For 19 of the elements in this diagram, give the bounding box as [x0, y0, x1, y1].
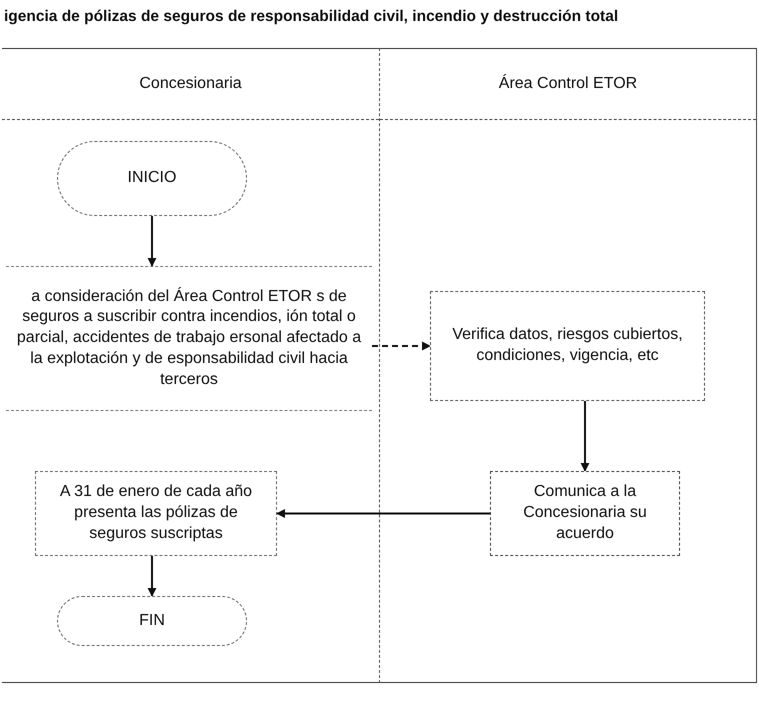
arrow: [148, 556, 156, 597]
arrow: [372, 342, 431, 350]
lane-title: Concesionaria: [139, 75, 242, 93]
arrow: [580, 401, 590, 472]
step-text: INICIO: [128, 168, 176, 188]
step-text: a consideración del Área Control ETOR s de seguros a suscribir contra incendios, ión total o parcial, accidentes de trabajo ersonal afectado a la explotación y de esponsabilidad civil hacia terceros: [16, 286, 362, 390]
process-box: [430, 291, 705, 401]
step-text: Comunica a la Concesionaria su acuerdo: [522, 482, 648, 544]
process-box: [490, 471, 680, 556]
arrow: [276, 509, 490, 518]
step-text: A 31 de enero de cada año presenta las pólizas de seguros suscriptas: [58, 482, 254, 544]
swimlane: [2, 48, 380, 683]
diagram-title: igencia de pólizas de seguros de responsabilidad civil, incendio y destrucción total: [4, 8, 618, 26]
arrow: [148, 216, 156, 267]
process-box: [35, 471, 277, 556]
step-text: Verifica datos, riesgos cubiertos, condiciones, vigencia, etc: [451, 325, 684, 366]
lane-title: Área Control ETOR: [498, 75, 638, 93]
swimlane: [380, 48, 757, 683]
step-text: FIN: [139, 610, 165, 631]
